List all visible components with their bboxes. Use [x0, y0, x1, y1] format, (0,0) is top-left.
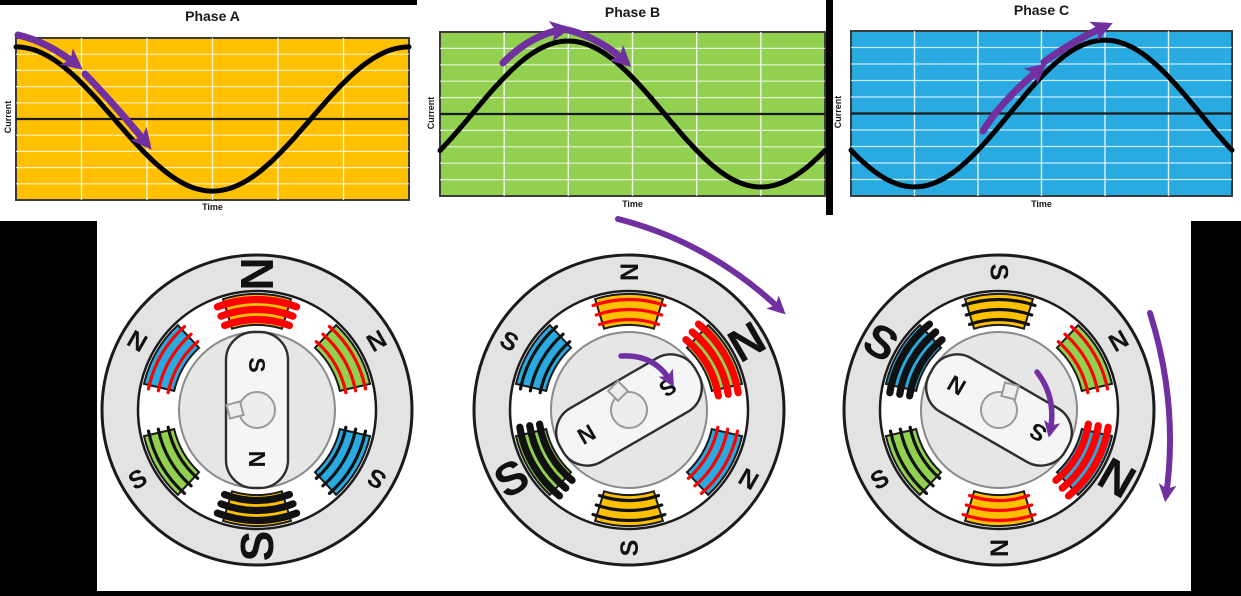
coil-winding-bottom	[591, 512, 667, 523]
rotation-arrow-outer	[615, 216, 786, 315]
coil-winding-bottom	[964, 503, 1034, 513]
coil-winding-lower-right	[327, 429, 368, 495]
coil-winding-lower-left	[536, 420, 576, 484]
coil-winding-upper-left	[156, 332, 193, 393]
coil-winding-top	[597, 317, 661, 327]
current-direction-arrow	[1040, 21, 1113, 66]
coil-winding-top	[591, 297, 667, 308]
coil-winding-top	[213, 295, 301, 311]
coil-winding-lower-left	[156, 427, 193, 488]
rotor: SN	[178, 330, 336, 490]
coil-winding-upper-left	[518, 325, 559, 391]
coil-winding-upper-right	[321, 332, 358, 393]
coil-winding-bottom	[217, 500, 297, 515]
coil-winding-lower-left	[908, 425, 942, 480]
phase-a-ylabel: Current	[3, 100, 13, 134]
phase-c-title: Phase C	[1013, 2, 1070, 18]
phase-a-chart	[13, 31, 412, 201]
coil-winding-upper-right	[1056, 340, 1090, 395]
waveform-line	[13, 44, 412, 194]
coil-winding-upper-right	[688, 328, 732, 398]
coil-winding-upper-left	[166, 340, 200, 395]
current-direction-arrow	[81, 70, 152, 150]
coil-winding-lower-left	[166, 425, 200, 480]
coil-winding-lower-left	[526, 422, 570, 492]
phase-b-ylabel: Current	[426, 96, 436, 130]
rotation-arrow-inner	[1034, 369, 1061, 438]
coil-winding-lower-left	[898, 427, 935, 488]
stator-pole-label-top: S	[984, 264, 1012, 281]
stator-pole-label-top: N	[231, 257, 283, 290]
coil-winding-top	[220, 315, 294, 330]
waveform-line	[437, 38, 828, 190]
phase-c-xlabel: Time	[1031, 199, 1052, 209]
coil-winding-lower-right	[693, 427, 730, 488]
coil-winding-top	[967, 317, 1031, 327]
coil-winding-upper-right	[1063, 332, 1100, 393]
coil-winding-upper-right	[314, 340, 348, 395]
coil-winding-upper-left	[528, 332, 565, 393]
rotation-arrow-outer	[1147, 310, 1177, 503]
coil-winding-upper-left	[906, 336, 946, 400]
coil-winding-top	[964, 307, 1034, 317]
coil-winding-lower-right	[1058, 422, 1102, 492]
phase-divider-bar	[826, 0, 833, 215]
coil-winding-bottom	[220, 490, 294, 505]
shaft-keyway	[1000, 381, 1020, 401]
current-direction-arrow	[499, 21, 572, 67]
stator-pole-label-top: N	[614, 263, 642, 281]
stator-pole-label-bottom: S	[231, 531, 283, 562]
phase-a-xlabel: Time	[202, 202, 223, 212]
rotation-arrow-inner	[618, 353, 674, 388]
rotor-north-label: N	[244, 451, 270, 468]
coil-winding-upper-right	[694, 320, 742, 397]
stator-pole-label-bottom: S	[616, 540, 644, 557]
coil-winding-top	[594, 307, 664, 317]
coil-winding-lower-right	[1052, 420, 1092, 484]
current-direction-arrow	[14, 31, 83, 70]
coil-winding-upper-left	[896, 328, 940, 398]
right-black-panel	[1191, 221, 1241, 596]
stator-pole-label-bottom: N	[986, 539, 1014, 557]
phase-c-ylabel: Current	[833, 95, 843, 129]
phase-b-title: Phase B	[604, 4, 661, 20]
coil-winding-lower-right	[314, 425, 348, 480]
coil-winding-lower-right	[686, 425, 720, 480]
top-border-bar	[0, 0, 417, 5]
coil-winding-upper-right	[682, 336, 722, 400]
rotor-shaft	[238, 391, 276, 429]
coil-winding-upper-left	[146, 325, 187, 391]
coil-winding-lower-right	[699, 429, 740, 495]
coil-winding-bottom	[961, 512, 1037, 523]
coil-winding-upper-left	[538, 340, 572, 395]
coil-winding-upper-right	[1069, 325, 1110, 391]
current-direction-arrow	[979, 63, 1047, 135]
left-black-panel	[0, 221, 97, 596]
coil-winding-top	[217, 305, 297, 320]
phase-b-chart	[437, 21, 828, 197]
current-direction-arrow	[564, 26, 632, 67]
shaft-keyway	[606, 379, 630, 403]
phase-a-title: Phase A	[185, 8, 240, 24]
bottom-black-bar	[0, 591, 1241, 596]
phase-b-xlabel: Time	[622, 199, 643, 209]
coil-winding-lower-left	[146, 429, 187, 495]
coil-winding-lower-left	[888, 429, 929, 495]
coil-winding-upper-left	[886, 320, 934, 397]
coil-winding-bottom	[597, 493, 661, 503]
coil-winding-bottom	[213, 509, 301, 525]
coil-winding-lower-right	[1064, 423, 1112, 500]
coil-winding-top	[961, 297, 1037, 308]
coil-winding-lower-right	[321, 427, 358, 488]
coil-winding-bottom	[594, 503, 664, 513]
phase-c-chart	[848, 21, 1235, 197]
rotor-south-label: S	[244, 357, 270, 372]
coil-winding-bottom	[967, 493, 1031, 503]
coil-winding-upper-right	[327, 325, 368, 391]
coil-winding-lower-left	[516, 423, 564, 500]
shaft-keyway	[225, 400, 245, 420]
